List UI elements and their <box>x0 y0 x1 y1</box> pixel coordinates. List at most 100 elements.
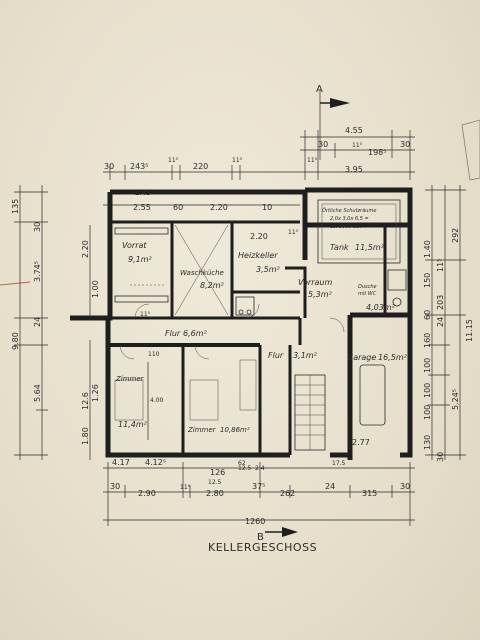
dim-left-1: 30 <box>33 222 42 232</box>
dim-bottom-b-3: 12.5 <box>208 479 222 486</box>
room-zimmer1-name: Zimmer <box>115 375 145 383</box>
room-vorraum-area: 5,3m² <box>308 290 333 299</box>
dim-top-right-4: 198⁵ <box>368 148 386 157</box>
corner-fold-mark <box>461 119 480 181</box>
dim-right-3: 24 <box>436 317 445 327</box>
dim-top-b-3: 2.20 <box>210 203 228 212</box>
dim-left-5: 5.64 <box>33 384 42 402</box>
dim-top-a-0: 30 <box>104 162 114 171</box>
toilet-icon <box>392 297 402 307</box>
schutzraum-note-line3: ca. 8000 Ltr. <box>330 224 361 230</box>
room-flur2-area: 13,1m² <box>288 351 318 360</box>
dim-top-a-3: 220 <box>193 162 208 171</box>
dim-top-right-5: 30 <box>400 140 410 149</box>
dim-left-4: 9.80 <box>11 332 20 350</box>
dim-bottom-a-7: 315 <box>362 489 377 498</box>
dim-misc-7: 17.5 <box>332 460 346 467</box>
red-pencil-mark <box>0 281 31 286</box>
dim-misc-1: 11⁵ <box>288 229 299 236</box>
room-tank-name: Tank <box>330 243 349 252</box>
dim-top-a-4: 11⁵ <box>232 157 243 164</box>
dim-bottom-a-1: 2.90 <box>138 489 156 498</box>
room-dusche-name2: mit WC <box>358 291 377 297</box>
room-zimmer1-area: 11,4m² <box>118 420 148 429</box>
dim-right-6: 30 <box>436 452 445 462</box>
room-heizkeller-area: 3,5m² <box>256 265 281 274</box>
dim-misc-2: 110 <box>148 351 160 358</box>
dim-top-b-2: 60 <box>173 203 183 212</box>
room-flur1-area: 6,6m² <box>183 329 208 338</box>
schutzraum-note-line2: 2,0x 3,0x 6,5 = <box>330 216 369 222</box>
door-swings <box>119 303 345 360</box>
dim-misc-4: 4.00 <box>150 397 164 404</box>
dim-total: 1260 <box>245 517 265 526</box>
dim-right-2: 203 <box>436 295 445 310</box>
room-vorraum-name: Vorraum <box>298 278 332 287</box>
dim-bottom-a-3: 2.80 <box>206 489 224 498</box>
room-garage-name: Garage <box>347 353 376 362</box>
tank-box <box>317 199 401 264</box>
room-heizkeller-name: Heizkeller <box>238 251 278 260</box>
dim-misc-0: 2.20 <box>250 232 268 241</box>
dim-right-0: 292 <box>451 228 460 243</box>
dim-bottom-b-4: 62 <box>238 460 246 467</box>
room-waschkueche-area: 8,2m² <box>200 281 225 290</box>
room-vorrat-name: Vorrat <box>122 241 147 250</box>
section-a-label: A <box>316 84 323 95</box>
dim-bottom-b-0: 4.17 <box>112 458 130 467</box>
staircase <box>294 374 326 451</box>
tank-inner <box>321 203 397 260</box>
dim-bottom-a-2: 11⁵ <box>180 484 191 491</box>
waschkueche-diagonal-2 <box>174 224 229 316</box>
dim-left-inner-2: 1.26 <box>91 384 100 402</box>
interior-walls <box>108 220 387 455</box>
room-dusche-area: 4,03m² <box>366 303 396 312</box>
dim-bottom-a-6: 24 <box>325 482 335 491</box>
dimension-lines <box>14 130 466 526</box>
dim-left-3: 24 <box>33 317 42 327</box>
dim-top-b-1: 2.55 <box>133 203 151 212</box>
dim-top-a-1: 243⁵ <box>130 162 148 171</box>
drawing-title: KELLERGESCHOSS <box>208 541 317 554</box>
dim-top-right-6: 3.95 <box>345 165 363 174</box>
dim-right-inner-7: 130 <box>423 435 432 450</box>
car-outline <box>359 364 386 426</box>
dim-bottom-a-4: 37⁵ <box>252 482 265 491</box>
section-b-label: B <box>257 532 264 543</box>
dim-right-4: 11.15 <box>465 319 474 342</box>
dim-bottom-b-2: 126 <box>210 468 225 477</box>
dim-bottom-a-8: 30 <box>400 482 410 491</box>
room-vorrat-area: 9,1m² <box>128 255 153 264</box>
dim-left-0: 135 <box>11 199 20 214</box>
dim-left-inner-1: 2.20 <box>81 240 90 258</box>
room-garage-area: 16,5m² <box>378 353 408 362</box>
zimmer-furniture <box>114 359 257 440</box>
dim-bottom-a-5: 262 <box>280 489 295 498</box>
dim-top-right-2: 11⁵ <box>352 142 363 149</box>
section-mark-b: B <box>257 527 298 543</box>
boiler-icon <box>235 296 255 316</box>
room-flur2-name: Flur <box>268 351 284 360</box>
dim-bottom-a-0: 30 <box>110 482 120 491</box>
dim-top-right-1: 30 <box>318 140 328 149</box>
room-tank-area: 11,5m² <box>355 243 385 252</box>
dim-top-b-0: 2.45 <box>135 189 151 197</box>
room-zimmer2-area: 10,86m² <box>220 426 250 434</box>
dim-right-inner-6: 100 <box>423 405 432 420</box>
dim-left-inner-0: 1.00 <box>91 280 100 298</box>
dim-right-inner-2: 60 <box>423 310 432 320</box>
shower-tray <box>387 269 407 291</box>
dim-left-6: 12.6 <box>81 392 90 410</box>
dim-misc-5: 12.5 <box>238 465 252 472</box>
dim-right-1: 11⁵ <box>436 259 445 272</box>
room-flur1-name: Flur <box>165 329 181 338</box>
outer-walls <box>70 187 413 460</box>
dim-top-right-3: 11⁵ <box>307 157 318 164</box>
dim-left-2: 3.74⁵ <box>33 261 42 282</box>
room-zimmer2-name: Zimmer <box>187 426 217 434</box>
dim-top-right-0: 4.55 <box>345 126 363 135</box>
dim-right-5: 5.24⁵ <box>451 389 460 410</box>
schutzraum-note-line1: Örtliche Schutzräume <box>322 207 376 214</box>
room-waschkueche-name: Waschküche <box>180 269 224 277</box>
